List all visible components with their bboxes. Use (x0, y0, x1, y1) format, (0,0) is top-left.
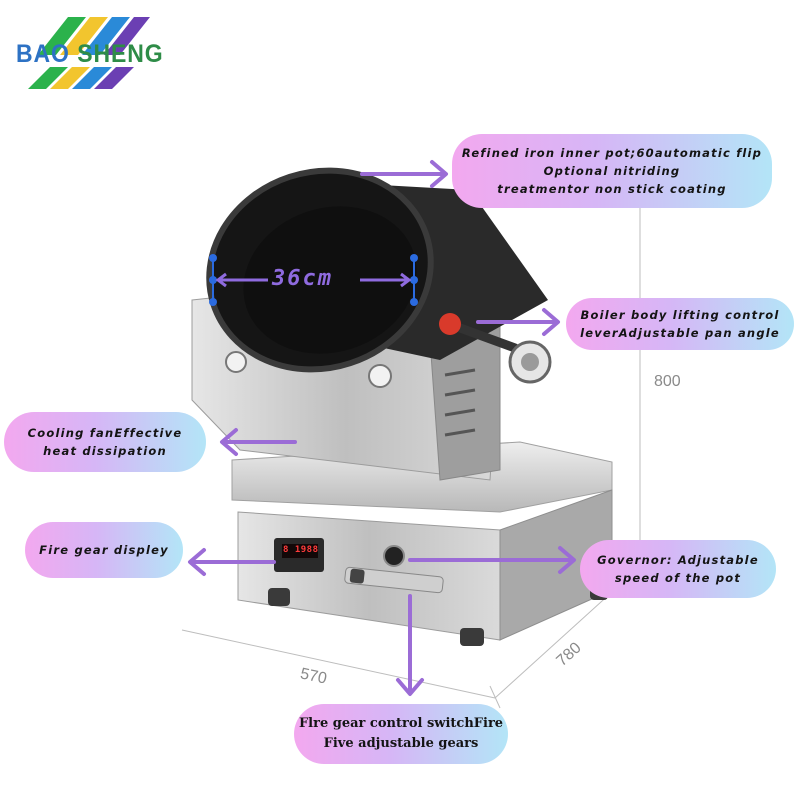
callout-lifting-lever-line-1: Boiler body lifting control (580, 308, 780, 322)
brand-name: BAO SHENG (16, 40, 164, 69)
callout-cooling-fan-line-1: Cooling fanEffective (27, 426, 183, 440)
brand-word-2: SHENG (77, 40, 164, 68)
callout-inner-pot-line-1: Refined iron inner pot;60automatic flip (461, 146, 763, 160)
callout-lifting-lever: Boiler body lifting control leverAdjusta… (566, 298, 794, 350)
callout-governor-line-2: speed of the pot (614, 571, 742, 585)
callout-fire-switch-line-1: Flre gear control switchFire (298, 716, 504, 731)
callout-fire-display: Fire gear displey (25, 522, 183, 578)
callout-governor: Governor: Adjustable speed of the pot (580, 540, 776, 598)
diameter-label: 36cm (272, 266, 333, 291)
callout-cooling-fan: Cooling fanEffective heat dissipation (4, 412, 206, 472)
brand-logo-icon (28, 17, 150, 89)
brand-word-1: BAO (16, 40, 70, 68)
callout-fire-switch: Flre gear control switchFire Five adjust… (294, 704, 508, 764)
callout-lifting-lever-line-2: leverAdjustable pan angle (580, 326, 780, 340)
height-dimension: 800 (654, 373, 681, 390)
fire-gear-readout: 8 1988 (283, 545, 319, 555)
callout-governor-line-1: Governor: Adjustable (597, 553, 759, 567)
callout-cooling-fan-line-2: heat dissipation (43, 444, 167, 458)
callout-fire-display-line-1: Fire gear displey (39, 543, 169, 557)
callout-inner-pot-line-3: treatmentor non stick coating (497, 182, 727, 196)
callout-fire-switch-line-2: Five adjustable gears (323, 736, 479, 751)
callout-inner-pot-line-2: Optional nitriding (543, 164, 681, 178)
callout-inner-pot: Refined iron inner pot;60automatic flip … (452, 134, 772, 208)
